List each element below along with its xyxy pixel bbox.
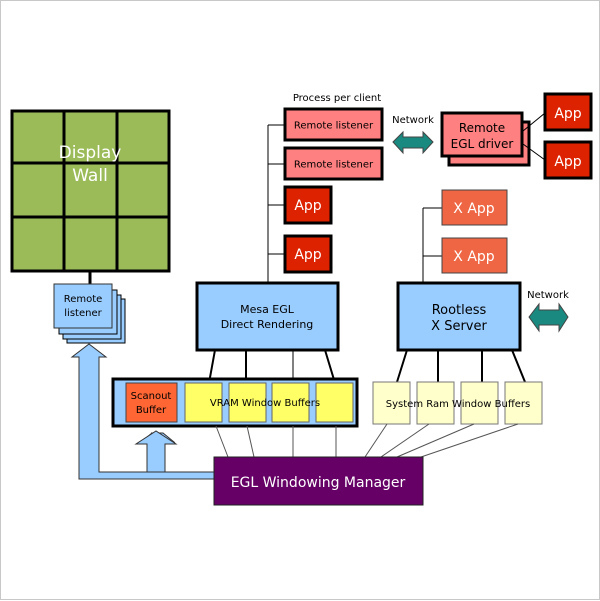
remote-listener-stack-line2: listener [64,308,102,319]
remote-egl-driver-line2: EGL driver [451,137,514,151]
scanout-buffer-line1: Scanout [131,391,172,402]
x-app-2-label: X App [453,249,495,265]
client-app: App [283,185,333,225]
display-wall-label-line1: Display [59,143,122,163]
remote-listener-stack-line1: Remote [64,294,103,305]
network-left-arrow [392,130,434,155]
client-process-label: App [294,198,321,214]
vram-window-buffer [184,382,223,423]
egl-windowing-manager-label: EGL Windowing Manager [231,475,406,491]
vram-window-buffer [315,382,354,423]
rootless-x-server-box: Rootless X Server [396,281,522,352]
x-app-tree [422,207,442,282]
x-app-1-label: X App [453,201,495,217]
mesa-egl-line2: Direct Rendering [221,318,314,331]
feedback-arrows [70,343,216,480]
client-process-tree [267,124,285,283]
remote-listener-stack: Remote listener [53,283,126,344]
display-wall: Display Wall [10,109,171,273]
vram-container: Scanout Buffer VRAM Window Buffers [111,377,359,428]
rootless-line1: Rootless [432,303,487,318]
client-process-label: Remote listener [294,121,374,132]
vram-window-buffer [228,382,267,423]
remote-app-1-label: App [554,106,581,122]
network-left-label: Network [392,115,434,126]
remote-listener-process: Remote listener [283,146,384,181]
remote-listener-process: Remote listener [283,107,384,142]
egl-windowing-manager: EGL Windowing Manager [213,456,424,506]
manager-links [215,423,519,458]
vram-buffers-label: VRAM Window Buffers [210,398,320,409]
sysram-buffers: System Ram Window Buffers [372,381,543,425]
sysram-window-buffer [504,381,543,425]
rootless-to-sysram-links [396,349,526,383]
client-process-label: App [294,247,321,263]
sysram-window-buffer [416,381,455,425]
vram-window-buffer [271,382,310,423]
sysram-window-buffer [460,381,499,425]
remote-app-2-label: App [554,154,581,170]
scanout-buffer [125,382,178,423]
client-process-label: Remote listener [294,160,374,171]
remote-egl-driver: Remote EGL driver [440,111,531,167]
remote-egl-driver-line1: Remote [459,121,505,135]
mesa-egl-line1: Mesa EGL [240,303,295,316]
remote-app-1: App [543,92,593,132]
client-app: App [283,234,333,274]
vram-buffer-list [184,382,354,423]
remote-app-2: App [543,140,593,180]
display-wall-label-line2: Wall [72,166,108,186]
mesa-egl-box: Mesa EGL Direct Rendering [195,281,340,352]
x-app-2: X App [441,237,508,274]
process-caption: Process per client [293,93,381,104]
sysram-buffers-label: System Ram Window Buffers [386,399,530,410]
sysram-buffer-list [372,381,543,425]
network-right-label: Network [527,290,569,301]
rootless-line2: X Server [431,319,487,334]
x-app-1: X App [441,189,508,226]
sysram-window-buffer [372,381,411,425]
network-right-arrow [528,302,569,333]
scanout-buffer-line2: Buffer [136,405,167,416]
